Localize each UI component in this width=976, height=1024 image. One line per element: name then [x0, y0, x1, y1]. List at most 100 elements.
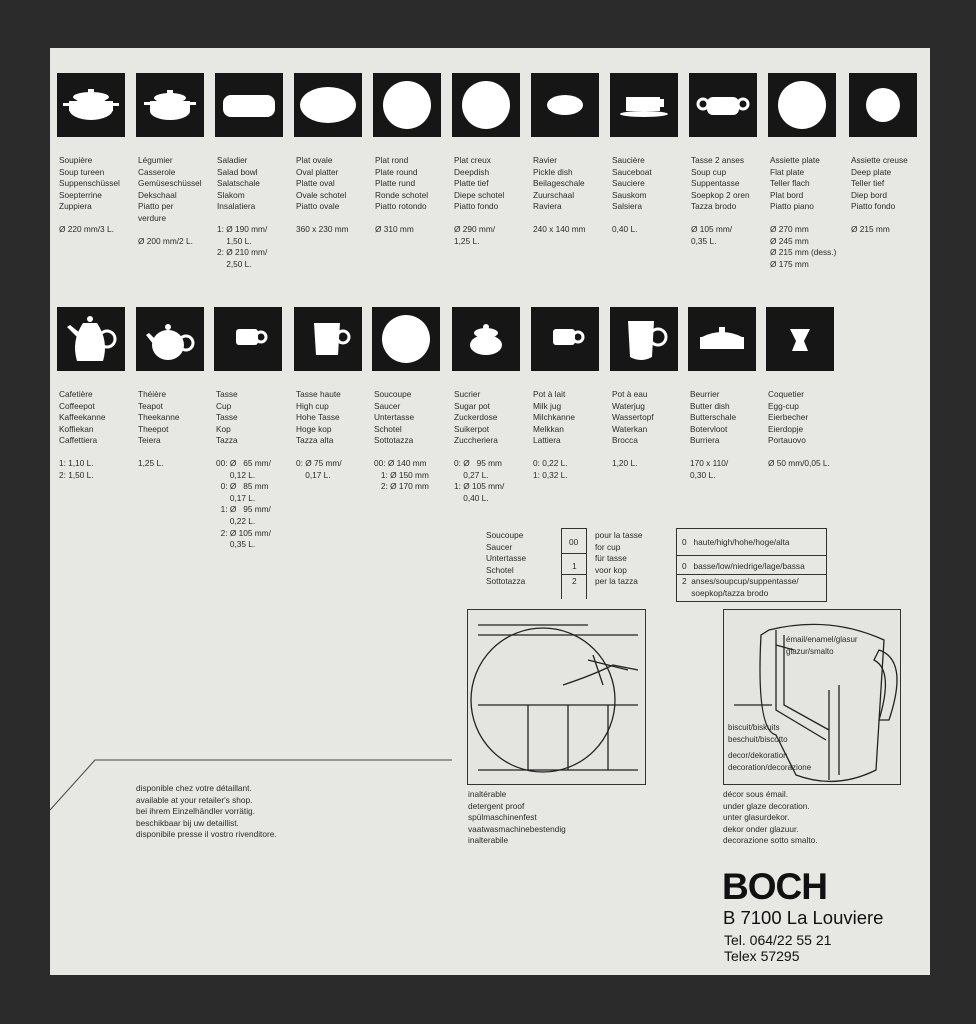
product-names: Ravier Pickle dish Beilageschale Zuursch…: [533, 155, 585, 212]
product-dimensions: Ø 50 mm/0,05 L.: [768, 457, 830, 468]
product-entry: Tasse 2 anses Soup cup Suppentasse Soepk…: [691, 155, 750, 247]
catalog-page: [50, 48, 930, 975]
product-names: Tasse haute High cup Hohe Tasse Hoge kop…: [296, 389, 341, 446]
product-dimensions: 0: Ø 75 mm/ 0,17 L.: [296, 457, 342, 480]
high-cup-icon: [294, 307, 362, 371]
product-dimensions: 0: 0,22 L. 1: 0,32 L.: [533, 457, 568, 480]
butter-dish-icon: [688, 307, 756, 371]
product-entry: Assiette creuse Deep plate Teller tief D…: [851, 155, 908, 236]
detergent-proof-text: inaltérable detergent proof spülmaschine…: [468, 789, 566, 846]
product-dimensions: 170 x 110/ 0,30 L.: [690, 457, 729, 480]
brand-logo: BOCH: [722, 866, 828, 907]
product-dimensions: 240 x 140 mm: [533, 223, 586, 234]
size-00: 00: [569, 537, 579, 547]
cup-type-high: 0 haute/high/hohe/hoge/alta: [682, 537, 790, 547]
product-entry: Coquetier Egg-cup Eierbecher Eierdopje P…: [768, 389, 830, 470]
product-names: Plat ovale Oval platter Platte oval Oval…: [296, 155, 347, 212]
product-names: Pot à eau Waterjug Wassertopf Waterkan B…: [612, 389, 654, 446]
product-dimensions: 1,25 L.: [138, 457, 164, 468]
mug-cross-section-illustration: émail/enamel/glasur glazur/smalto biscui…: [723, 609, 901, 785]
product-dimensions: Ø 220 mm/3 L.: [59, 223, 114, 234]
product-entry: Assiette plate Flat plate Teller flach P…: [770, 155, 836, 270]
product-dimensions: 00: Ø 140 mm 1: Ø 150 mm 2: Ø 170 mm: [374, 457, 429, 492]
product-names: Plat rond Plate round Platte rund Ronde …: [375, 155, 429, 212]
biscuit-label: biscuit/biskuits beschuit/biscotto: [728, 723, 788, 744]
product-dimensions: Ø 105 mm/ 0,35 L.: [691, 223, 733, 246]
product-names: Tasse Cup Tasse Kop Tazza: [216, 389, 238, 446]
flat-plate-icon: [768, 73, 836, 137]
product-dimensions: Ø 290 mm/ 1,25 L.: [454, 223, 496, 246]
company-address: B 7100 La Louviere: [723, 907, 884, 928]
product-names: Sucrier Sugar pot Zuckerdose Suikerpot Z…: [454, 389, 498, 446]
product-names: Saladier Salad bowl Salatschale Slakom I…: [217, 155, 260, 212]
cup-type-table: 0 haute/high/hohe/hoge/alta 0 basse/low/…: [676, 528, 827, 602]
product-entry: Légumier Casserole Gemüseschüssel Deksch…: [138, 155, 202, 247]
enamel-label: émail/enamel/glasur glazur/smalto: [786, 635, 858, 656]
product-dimensions: 360 x 230 mm: [296, 223, 349, 234]
saucer-names: Soucoupe Saucer Untertasse Schotel Sotto…: [486, 530, 527, 587]
product-entry: Saucière Sauceboat Sauciere Sauskom Sals…: [612, 155, 652, 236]
cup-icon: [214, 307, 282, 371]
product-dimensions: 1,20 L.: [612, 457, 638, 468]
decor-label: decor/dekoration decoration/decorazione: [728, 751, 812, 772]
telephone: Tel. 064/22 55 21: [724, 932, 832, 948]
product-dimensions: 1: Ø 190 mm/ 1,50 L. 2: Ø 210 mm/ 2,50 L…: [217, 223, 268, 269]
product-entry: Saladier Salad bowl Salatschale Slakom I…: [217, 155, 267, 270]
product-dimensions: Ø 200 mm/2 L.: [138, 235, 193, 246]
product-names: Théière Teapot Theekanne Theepot Teiera: [138, 389, 180, 446]
product-names: Légumier Casserole Gemüseschüssel Deksch…: [138, 155, 202, 223]
salad-bowl-icon: [215, 73, 283, 137]
product-names: Pot à lait Milk jug Milchkanne Melkkan L…: [533, 389, 575, 446]
product-entry: Cafetière Coffeepot Kaffeekanne Koffieka…: [59, 389, 105, 481]
product-entry: Plat ovale Oval platter Platte oval Oval…: [296, 155, 349, 236]
dishwasher-illustration: [467, 609, 646, 785]
product-dimensions: Ø 270 mm Ø 245 mm Ø 215 mm (dess.) Ø 175…: [770, 223, 837, 269]
product-entry: Ravier Pickle dish Beilageschale Zuursch…: [533, 155, 586, 236]
product-entry: Beurrier Butter dish Butterschale Boterv…: [690, 389, 736, 481]
product-dimensions: Ø 310 mm: [375, 223, 414, 234]
product-dimensions: Ø 215 mm: [851, 223, 890, 234]
product-entry: Pot à eau Waterjug Wassertopf Waterkan B…: [612, 389, 654, 470]
product-names: Beurrier Butter dish Butterschale Boterv…: [690, 389, 737, 446]
round-plate-icon: [373, 73, 441, 137]
product-names: Tasse 2 anses Soup cup Suppentasse Soepk…: [691, 155, 750, 212]
size-2: 2: [572, 576, 577, 586]
product-entry: Théière Teapot Theekanne Theepot Teiera 1…: [138, 389, 180, 470]
product-entry: Soupière Soup tureen Suppenschüssel Soep…: [59, 155, 120, 236]
oval-platter-icon: [294, 73, 362, 137]
telex: Telex 57295: [724, 948, 800, 964]
cup-type-soupcup: 2 anses/soupcup/suppentasse/ soepkop/taz…: [682, 576, 799, 598]
sauceboat-icon: [610, 73, 678, 137]
pickle-dish-icon: [531, 73, 599, 137]
deep-plate-icon: [849, 73, 917, 137]
cup-type-low: 0 basse/low/niedrige/lage/bassa: [682, 561, 805, 571]
product-entry: Tasse Cup Tasse Kop Tazza 00: Ø 65 mm/ 0,…: [216, 389, 271, 551]
size-1: 1: [572, 561, 577, 571]
product-entry: Soucoupe Saucer Untertasse Schotel Sotto…: [374, 389, 429, 493]
product-names: Coquetier Egg-cup Eierbecher Eierdopje P…: [768, 389, 809, 446]
product-entry: Plat creux Deepdish Platte tief Diepe sc…: [454, 155, 504, 247]
product-names: Cafetière Coffeepot Kaffeekanne Koffieka…: [59, 389, 106, 446]
underglaze-text: décor sous émail. under glaze decoration…: [723, 789, 818, 846]
for-cup-text: pour la tasse for cup für tasse voor kop…: [595, 530, 643, 587]
product-dimensions: 0: Ø 95 mm 0,27 L. 1: Ø 105 mm/ 0,40 L.: [454, 457, 505, 503]
product-names: Assiette creuse Deep plate Teller tief D…: [851, 155, 908, 212]
size-table: 00 1 2: [561, 528, 587, 599]
corner-divider: [50, 759, 452, 811]
soup-tureen-icon: [57, 73, 125, 137]
coffeepot-icon: [57, 307, 125, 371]
product-entry: Sucrier Sugar pot Zuckerdose Suikerpot Z…: [454, 389, 504, 504]
product-names: Assiette plate Flat plate Teller flach P…: [770, 155, 820, 212]
sugar-pot-icon: [452, 307, 520, 371]
product-names: Plat creux Deepdish Platte tief Diepe sc…: [454, 155, 505, 212]
milk-jug-icon: [531, 307, 599, 371]
product-dimensions: 1: 1,10 L. 2: 1,50 L.: [59, 457, 94, 480]
product-entry: Pot à lait Milk jug Milchkanne Melkkan L…: [533, 389, 575, 481]
teapot-icon: [136, 307, 204, 371]
product-names: Saucière Sauceboat Sauciere Sauskom Sals…: [612, 155, 652, 212]
product-entry: Plat rond Plate round Platte rund Ronde …: [375, 155, 428, 236]
egg-cup-icon: [766, 307, 834, 371]
product-names: Soucoupe Saucer Untertasse Schotel Sotto…: [374, 389, 415, 446]
product-dimensions: 00: Ø 65 mm/ 0,12 L. 0: Ø 85 mm 0,17 L. …: [216, 457, 271, 550]
water-jug-icon: [610, 307, 678, 371]
